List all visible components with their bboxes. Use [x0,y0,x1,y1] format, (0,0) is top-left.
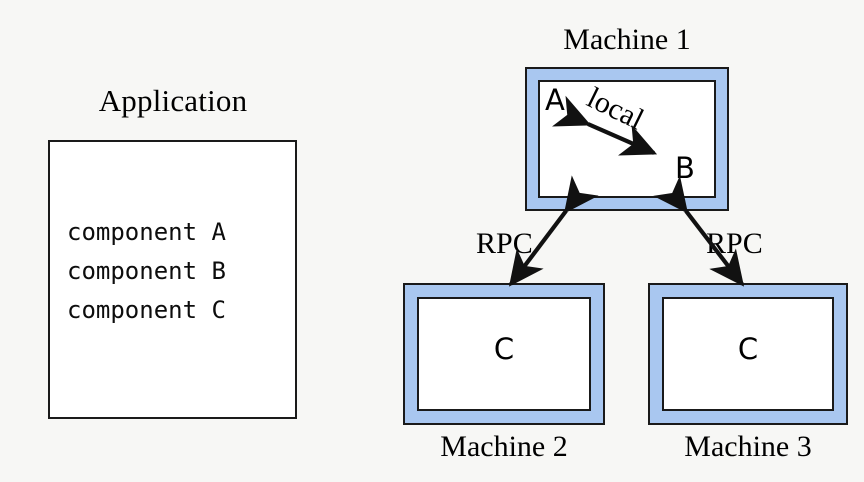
application-component-list: component A component B component C [67,213,297,330]
machine-3-component-c: C [737,332,759,366]
list-item: component A [67,218,226,246]
application-box [48,140,297,419]
machine-1-component-b: B [675,151,695,185]
machine-3-inner-box [662,297,834,411]
machine-3-caption: Machine 3 [684,430,812,463]
list-item: component B [67,257,226,285]
machine-2-frame [403,283,605,425]
machine-3-frame [648,283,848,425]
application-title: Application [98,83,248,118]
machine-1-caption: Machine 1 [563,23,691,56]
rpc-label-machine-3: RPC [706,227,763,260]
machine-2-inner-box [417,297,591,411]
machine-2-caption: Machine 2 [440,430,568,463]
list-item: component C [67,296,226,324]
machine-2-component-c: C [493,332,515,366]
rpc-label-machine-2: RPC [476,227,533,260]
machine-1-component-a: A [545,83,565,117]
